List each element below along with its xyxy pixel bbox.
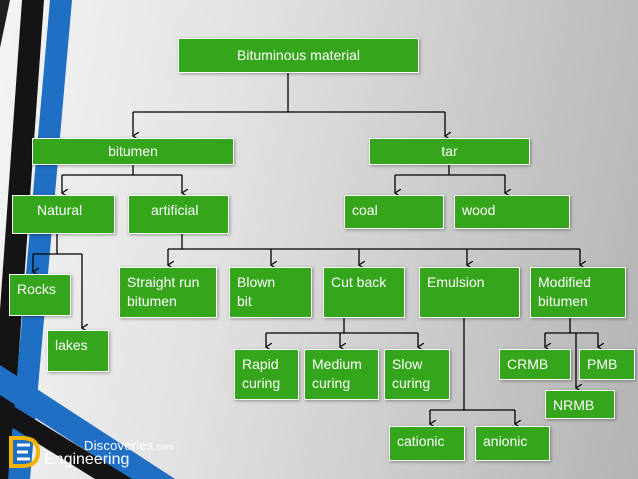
- node-label: NRMB: [553, 397, 595, 413]
- node-rocks: Rocks: [9, 274, 71, 316]
- node-label-line2: bit: [237, 293, 252, 309]
- node-label: Emulsion: [427, 274, 485, 290]
- node-coal: coal: [344, 195, 444, 229]
- node-label-line1: Modified: [538, 274, 591, 290]
- node-emulsion: Emulsion: [419, 267, 520, 318]
- node-anionic: anionic: [475, 426, 550, 461]
- node-label: anionic: [483, 433, 528, 449]
- node-bituminous-material: Bituminous material: [178, 38, 419, 73]
- node-modified-bitumen: Modified bitumen: [530, 267, 626, 318]
- node-label: CRMB: [507, 356, 549, 372]
- node-label-line2: curing: [242, 375, 281, 391]
- discoveries-engineering-logo: Discoveries.com Engineering: [8, 434, 174, 474]
- logo-bottom-text: Engineering: [44, 451, 130, 468]
- node-cationic: cationic: [389, 426, 465, 461]
- node-label: Cut back: [331, 274, 387, 290]
- node-cut-back: Cut back: [323, 267, 405, 318]
- logo-top-word: Discoveries: [84, 438, 154, 453]
- node-label-line1: Medium: [312, 356, 362, 372]
- node-label-line2: curing: [312, 375, 351, 391]
- node-crmb: CRMB: [499, 349, 571, 380]
- node-label: coal: [352, 202, 378, 218]
- node-medium-curing: Medium curing: [304, 349, 379, 400]
- node-label: Natural: [37, 202, 83, 218]
- node-slow-curing: Slow curing: [384, 349, 450, 400]
- logo-top-suffix: .com: [153, 442, 174, 452]
- node-label: tar: [441, 143, 458, 159]
- node-lakes: lakes: [47, 330, 109, 372]
- node-label: Rocks: [17, 281, 56, 297]
- node-label: bitumen: [108, 143, 158, 159]
- node-rapid-curing: Rapid curing: [234, 349, 299, 400]
- node-label: artificial: [151, 202, 199, 218]
- node-pmb: PMB: [579, 349, 635, 380]
- node-label-line1: Slow: [392, 356, 423, 372]
- node-wood: wood: [454, 195, 570, 229]
- node-label-line2: curing: [392, 375, 431, 391]
- logo-de-icon: [9, 436, 41, 468]
- node-tar: tar: [369, 138, 530, 165]
- node-natural: Natural: [12, 195, 115, 234]
- node-label-line1: Rapid: [242, 356, 279, 372]
- node-label: PMB: [587, 356, 618, 372]
- node-label: lakes: [55, 337, 88, 353]
- node-label-line2: bitumen: [127, 293, 177, 309]
- node-label-line1: Straight run: [127, 274, 200, 290]
- node-blown-bit: Blown bit: [229, 267, 312, 318]
- node-nrmb: NRMB: [545, 390, 615, 419]
- node-label: Bituminous material: [237, 47, 360, 63]
- node-label-line2: bitumen: [538, 293, 588, 309]
- node-label: cationic: [397, 433, 445, 449]
- node-label: wood: [462, 202, 496, 218]
- node-artificial: artificial: [128, 195, 229, 234]
- node-bitumen: bitumen: [32, 138, 234, 165]
- node-straight-run-bitumen: Straight run bitumen: [119, 267, 217, 318]
- node-label-line1: Blown: [237, 274, 276, 290]
- logo-top-text: Discoveries.com: [84, 438, 174, 453]
